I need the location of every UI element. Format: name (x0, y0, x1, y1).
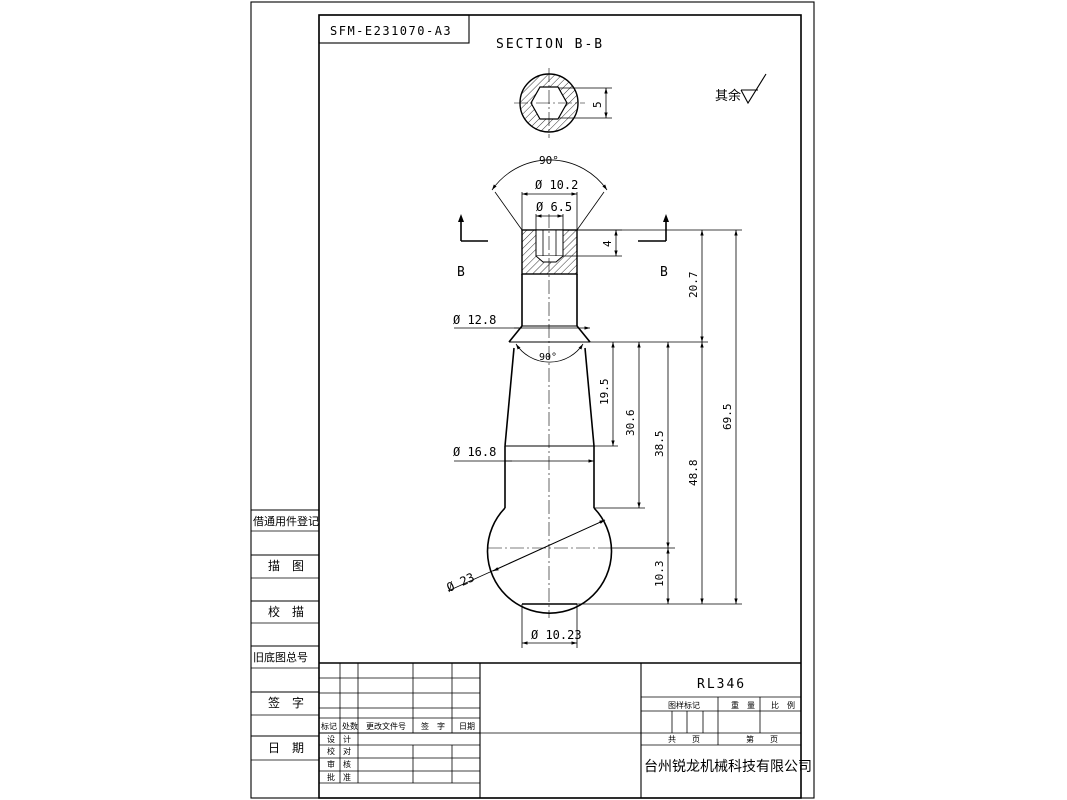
dim-ball-diameter: Ø 23 (445, 519, 606, 595)
svg-text:Ø 23: Ø 23 (445, 570, 477, 595)
svg-text:签 字: 签 字 (268, 695, 304, 710)
svg-text:更改文件号: 更改文件号 (366, 721, 406, 731)
svg-text:Ø 12.8: Ø 12.8 (453, 313, 496, 327)
svg-text:审 核: 审 核 (327, 759, 351, 769)
svg-text:90°: 90° (539, 352, 557, 363)
surface-roughness-icon (740, 73, 767, 105)
svg-text:10.3: 10.3 (653, 561, 666, 588)
dim-top-inner-diameter: Ø 6.5 (535, 200, 572, 230)
svg-text:签 字: 签 字 (421, 721, 445, 731)
dim-length-69-5: 69.5 (721, 230, 738, 604)
svg-text:第 页: 第 页 (746, 734, 778, 744)
svg-text:重 量: 重 量 (731, 700, 755, 710)
svg-text:图样标记: 图样标记 (668, 700, 700, 710)
svg-text:Ø 10.2: Ø 10.2 (535, 178, 578, 192)
dim-neck-diameter: Ø 12.8 (453, 313, 590, 330)
dim-hex-size: 5 (591, 101, 604, 108)
svg-text:20.7: 20.7 (687, 272, 700, 299)
dim-length-19-5: 19.5 (598, 342, 615, 446)
svg-text:Ø 10.23: Ø 10.23 (531, 628, 582, 642)
svg-text:批 准: 批 准 (327, 772, 351, 782)
svg-text:校 描: 校 描 (268, 604, 304, 619)
dim-angle-neck: 90° (515, 343, 584, 363)
dim-length-30-6: 30.6 (624, 342, 641, 508)
section-title: SECTION B-B (496, 37, 604, 52)
section-label-right: B (660, 265, 668, 280)
svg-text:90°: 90° (539, 154, 559, 167)
dim-bottom-diameter: Ø 10.23 (521, 604, 582, 648)
svg-text:48.8: 48.8 (687, 460, 700, 487)
svg-text:日期: 日期 (459, 722, 475, 731)
svg-text:校 对: 校 对 (327, 746, 351, 756)
svg-text:4: 4 (601, 240, 614, 247)
svg-text:借通用件登记: 借通用件登记 (253, 514, 319, 528)
svg-text:日 期: 日 期 (268, 741, 304, 755)
dim-length-48-8: 48.8 (687, 342, 704, 604)
inner-frame (318, 14, 802, 799)
drawing-code: SFM-E231070-A3 (330, 24, 452, 38)
dim-length-20-7: 20.7 (687, 230, 704, 342)
svg-text:38.5: 38.5 (653, 431, 666, 458)
section-cut-marker-left (458, 214, 488, 242)
drawing-code-box (318, 14, 470, 44)
svg-text:标记: 标记 (321, 721, 337, 731)
svg-text:旧底图总号: 旧底图总号 (253, 650, 308, 664)
svg-text:处数: 处数 (342, 721, 358, 731)
ball-stud-part-view (486, 214, 613, 618)
left-registration-panel: 借通用件登记 描 图 校 描 旧底图总号 签 字 日 期 (251, 509, 319, 761)
svg-text:69.5: 69.5 (721, 404, 734, 431)
svg-text:比 例: 比 例 (771, 700, 795, 710)
dim-length-38-5: 38.5 (653, 342, 670, 548)
section-cut-marker-right (638, 214, 669, 242)
section-view-b-b: 5 (514, 68, 612, 138)
svg-text:设 计: 设 计 (327, 734, 351, 744)
part-number: RL346 (697, 677, 746, 692)
svg-text:描 图: 描 图 (268, 559, 304, 573)
svg-text:Ø 6.5: Ø 6.5 (536, 200, 572, 214)
dim-angle-top: 90° (491, 154, 608, 231)
dim-length-10-3: 10.3 (653, 548, 670, 604)
dim-taper-diameter: Ø 16.8 (453, 445, 594, 463)
svg-text:19.5: 19.5 (598, 379, 611, 406)
company-name: 台州锐龙机械科技有限公司 (644, 759, 812, 775)
svg-text:共 页: 共 页 (668, 735, 700, 744)
svg-text:30.6: 30.6 (624, 410, 637, 437)
svg-text:Ø 16.8: Ø 16.8 (453, 445, 496, 459)
dim-top-outer-diameter: Ø 10.2 (521, 178, 578, 230)
title-block: 标记 处数 更改文件号 签 字 日期 设 计 校 对 审 核 批 准 RL346… (319, 662, 812, 798)
surface-finish-note: 其余 (715, 88, 741, 104)
section-label-left: B (457, 265, 465, 280)
